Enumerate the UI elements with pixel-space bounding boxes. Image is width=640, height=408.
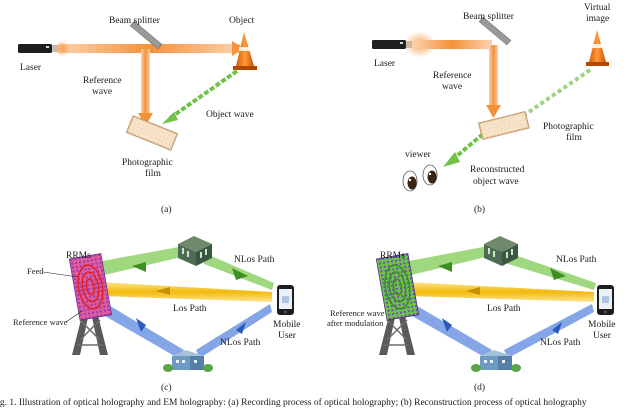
reference-wave-label-1: Reference: [433, 70, 472, 81]
rrms-label: RRMs: [380, 251, 405, 261]
nlos-top-label: NLos Path: [556, 255, 597, 265]
laser-label: Laser: [374, 59, 396, 69]
panel-a: Laser Beam splitter Object Reference wav…: [18, 16, 257, 215]
rrm-surface-icon: [68, 253, 113, 321]
mobile-phone-icon: [597, 285, 614, 315]
reference-wave-label-2: wave: [442, 82, 462, 92]
virtual-label-2: image: [586, 14, 609, 24]
reference-wave-label-2: wave: [92, 87, 112, 97]
nlos-bottom-label: NLos Path: [540, 338, 581, 348]
nlos-top-beam: [404, 246, 490, 276]
nlos-top-label: NLos Path: [234, 255, 275, 265]
laser-beam: [412, 40, 492, 49]
panel-b-tag: (b): [474, 204, 485, 215]
laser-icon: [18, 44, 59, 53]
object-wave-label: Object wave: [206, 110, 254, 120]
mobile-user-label-1: Mobile: [273, 320, 300, 330]
beam-splitter-label: Beam splitter: [109, 16, 161, 26]
ref-after-label-1: Reference wave: [330, 308, 385, 318]
film-label-2: film: [145, 168, 161, 179]
los-label: Los Path: [487, 304, 521, 314]
reconstructed-label-2: object wave: [473, 177, 519, 187]
film-label-2: film: [566, 132, 582, 143]
panel-a-tag: (a): [161, 204, 172, 215]
rrm-surface-icon: [375, 253, 420, 321]
reconstructed-label-1: Reconstructed: [470, 165, 525, 175]
film-label-1: Photographic: [543, 122, 594, 132]
panel-c-tag: (c): [161, 382, 172, 393]
traffic-cone-icon: [233, 32, 257, 70]
panel-b: Laser Beam splitter Virtual image Refere…: [372, 3, 611, 215]
panel-d-tag: (d): [474, 382, 485, 393]
rrms-label: RRMs: [66, 251, 91, 261]
beam-splitter-label: Beam splitter: [463, 12, 515, 22]
los-label: Los Path: [173, 304, 207, 314]
virtual-label-1: Virtual: [584, 3, 611, 13]
viewer-label: viewer: [405, 150, 432, 160]
beam-splitter-icon: [478, 16, 512, 46]
virtual-image-ray: [518, 68, 592, 120]
beam-splitter-icon: [129, 20, 163, 50]
reference-wave-beam: [489, 45, 498, 110]
laser-beam: [58, 44, 240, 53]
nlos-top-beam: [97, 246, 186, 276]
mobile-user-label-2: User: [593, 331, 612, 341]
panel-c: RRMs Feed Reference wave NLos Path Los P…: [13, 236, 300, 393]
photographic-film-icon: [478, 110, 530, 141]
building-icon: [163, 350, 213, 372]
mobile-user-label-1: Mobile: [588, 320, 615, 330]
nlos-bottom-label: NLos Path: [220, 338, 261, 348]
photographic-film-icon: [125, 115, 179, 151]
los-beam: [407, 282, 594, 302]
figure-caption: Fig. 1. Illustration of optical holograp…: [0, 397, 587, 408]
building-icon: [178, 236, 212, 266]
building-icon: [471, 350, 521, 372]
object-label: Object: [229, 16, 255, 26]
feed-label: Feed: [27, 266, 44, 276]
ref-after-label-2: after modulation: [327, 318, 384, 328]
reference-wave-label-1: Reference: [83, 75, 122, 86]
panel-d: RRMs Reference wave after modulation NLo…: [327, 236, 615, 393]
reference-wave-beam: [141, 49, 150, 119]
los-beam: [100, 282, 272, 302]
mobile-phone-icon: [277, 285, 294, 315]
virtual-image-cone-icon: [586, 30, 609, 66]
building-icon: [484, 236, 518, 266]
film-label-1: Photographic: [122, 158, 173, 168]
mobile-user-label-2: User: [278, 331, 297, 341]
viewer-eyes-icon: [402, 164, 438, 192]
laser-label: Laser: [20, 63, 42, 73]
reference-wave-label: Reference wave: [13, 317, 68, 327]
